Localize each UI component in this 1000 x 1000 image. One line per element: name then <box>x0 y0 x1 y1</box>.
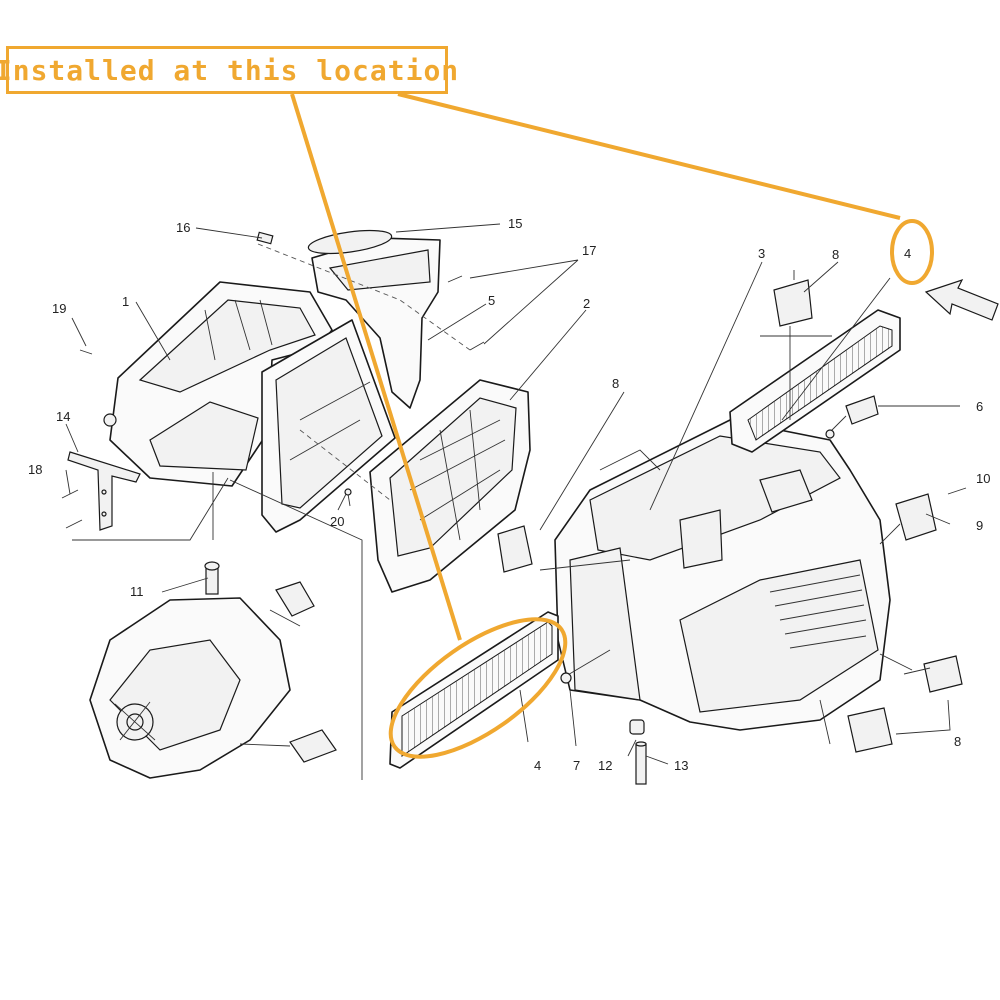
callout-box: Installed at this location <box>0 46 458 94</box>
actuator-right-8b <box>847 707 893 753</box>
cabin-filter-lower[interactable] <box>389 611 559 769</box>
blower-motor-detail <box>72 472 363 780</box>
hvac-main-module <box>554 419 891 731</box>
cabin-filter-upper[interactable] <box>729 309 901 453</box>
actuator-left <box>497 525 533 573</box>
label-16: 16 <box>176 220 190 235</box>
blower-housing <box>103 281 333 487</box>
label-15: 15 <box>508 216 522 231</box>
screws <box>344 275 485 507</box>
label-11: 11 <box>130 584 144 599</box>
bracket <box>61 349 141 531</box>
label-9: 9 <box>976 518 983 533</box>
label-13: 13 <box>674 758 688 773</box>
air-duct <box>311 237 441 409</box>
label-8-mid: 8 <box>612 376 619 391</box>
label-18: 18 <box>28 462 42 477</box>
temperature-sensor <box>825 395 879 439</box>
label-17: 17 <box>582 243 596 258</box>
leader-lines <box>65 223 967 765</box>
label-2: 2 <box>583 296 590 311</box>
label-10: 10 <box>976 471 990 486</box>
highlight-ellipse-bottom <box>388 617 568 759</box>
label-19: 19 <box>52 301 66 316</box>
label-20: 20 <box>330 514 344 529</box>
direction-arrow-icon <box>924 278 999 321</box>
label-3: 3 <box>758 246 765 261</box>
duct-gasket <box>307 229 393 255</box>
label-4-bottom: 4 <box>534 758 541 773</box>
actuator-right-8a <box>923 655 963 693</box>
actuator-top <box>773 270 813 336</box>
housing-frame <box>261 319 396 533</box>
actuator-right-9 <box>895 493 937 541</box>
label-5: 5 <box>488 293 495 308</box>
label-14: 14 <box>56 409 70 424</box>
part-labels: 1 2 3 4 4 5 6 7 8 8 8 9 10 11 12 13 14 1… <box>28 216 990 773</box>
label-8-top: 8 <box>832 247 839 262</box>
label-7: 7 <box>573 758 580 773</box>
highlight-annotations <box>290 92 934 759</box>
label-8-bottom: 8 <box>954 734 961 749</box>
drain-hose <box>629 719 647 785</box>
label-12: 12 <box>598 758 612 773</box>
clip <box>256 231 274 245</box>
label-1: 1 <box>122 294 129 309</box>
label-6: 6 <box>976 399 983 414</box>
highlight-ellipse-top <box>890 219 934 285</box>
bolt-7 <box>560 649 611 684</box>
label-4-top: 4 <box>904 246 911 261</box>
callout-text: Installed at this location <box>0 53 460 87</box>
